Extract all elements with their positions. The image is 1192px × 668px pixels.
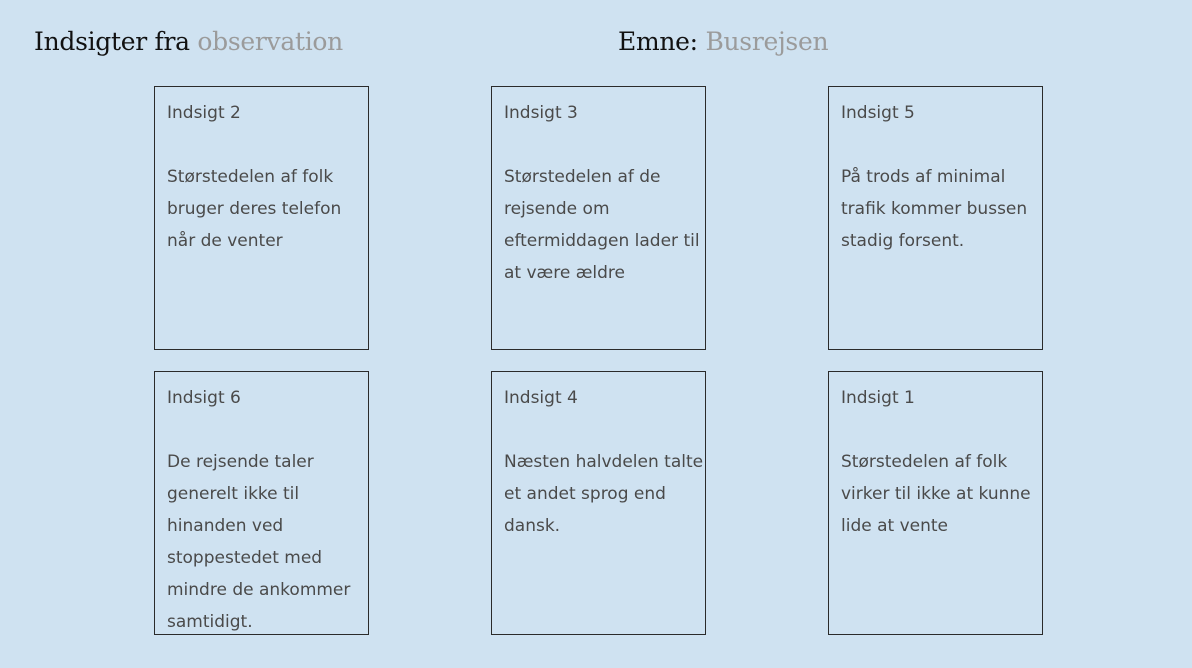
insight-card-line: mindre de ankommer bbox=[167, 580, 351, 600]
insight-card-text: De rejsende taler generelt ikke til hina… bbox=[167, 446, 357, 634]
insight-card-line: På trods af minimal bbox=[841, 167, 1006, 187]
insight-card-title: Indsigt 5 bbox=[841, 103, 915, 123]
insight-card-text: Næsten halvdelen talte et andet sprog en… bbox=[504, 446, 704, 542]
insight-card-line: trafik kommer bussen bbox=[841, 199, 1028, 219]
insight-card-title: Indsigt 2 bbox=[167, 103, 241, 123]
insight-card-line: rejsende om bbox=[504, 199, 610, 219]
insight-card-title: Indsigt 4 bbox=[504, 388, 578, 408]
insight-card[interactable]: Indsigt 5 På trods af minimal trafik kom… bbox=[828, 86, 1043, 350]
insight-card-line: samtidigt. bbox=[167, 612, 253, 632]
page-title-highlight: observation bbox=[197, 27, 343, 56]
insight-card-line: stadig forsent. bbox=[841, 231, 965, 251]
insight-card-line: at være ældre bbox=[504, 263, 626, 283]
insight-card-line: De rejsende taler bbox=[167, 452, 314, 472]
insight-card[interactable]: Indsigt 4 Næsten halvdelen talte et ande… bbox=[491, 371, 706, 635]
insight-card-line: bruger deres telefon bbox=[167, 199, 342, 219]
page-title: Indsigter fra observation bbox=[34, 26, 343, 58]
insight-card[interactable]: Indsigt 6 De rejsende taler generelt ikk… bbox=[154, 371, 369, 635]
insight-card-line: Størstedelen af de bbox=[504, 167, 661, 187]
insight-card[interactable]: Indsigt 3 Størstedelen af de rejsende om… bbox=[491, 86, 706, 350]
insight-card-line: Størstedelen af folk bbox=[167, 167, 334, 187]
topic-title: Emne: Busrejsen bbox=[618, 26, 829, 58]
topic-label: Emne: bbox=[618, 27, 698, 56]
insight-card-title: Indsigt 6 bbox=[167, 388, 241, 408]
insight-card-line: når de venter bbox=[167, 231, 283, 251]
insight-card-line: stoppestedet med bbox=[167, 548, 323, 568]
insight-card-line: generelt ikke til bbox=[167, 484, 300, 504]
insight-card-line: eftermiddagen lader til bbox=[504, 231, 700, 251]
insight-card-text: Størstedelen af folk bruger deres telefo… bbox=[167, 161, 357, 257]
insight-card-line: dansk. bbox=[504, 516, 561, 536]
insight-card-line: lide at vente bbox=[841, 516, 949, 536]
insight-card-line: hinanden ved bbox=[167, 516, 284, 536]
insight-card-line: et andet sprog end bbox=[504, 484, 666, 504]
topic-value: Busrejsen bbox=[705, 27, 829, 56]
insight-card[interactable]: Indsigt 1 Størstedelen af folk virker ti… bbox=[828, 371, 1043, 635]
insight-card-title: Indsigt 3 bbox=[504, 103, 578, 123]
insight-card-text: På trods af minimal trafik kommer bussen… bbox=[841, 161, 1031, 257]
insight-card-text: Størstedelen af de rejsende om eftermidd… bbox=[504, 161, 700, 289]
insight-card[interactable]: Indsigt 2 Størstedelen af folk bruger de… bbox=[154, 86, 369, 350]
page-title-prefix: Indsigter fra bbox=[34, 27, 190, 56]
insight-card-text: Størstedelen af folk virker til ikke at … bbox=[841, 446, 1031, 542]
insight-card-line: virker til ikke at kunne bbox=[841, 484, 1031, 504]
insight-card-title: Indsigt 1 bbox=[841, 388, 915, 408]
insight-card-line: Næsten halvdelen talte bbox=[504, 452, 704, 472]
insight-card-line: Størstedelen af folk bbox=[841, 452, 1008, 472]
